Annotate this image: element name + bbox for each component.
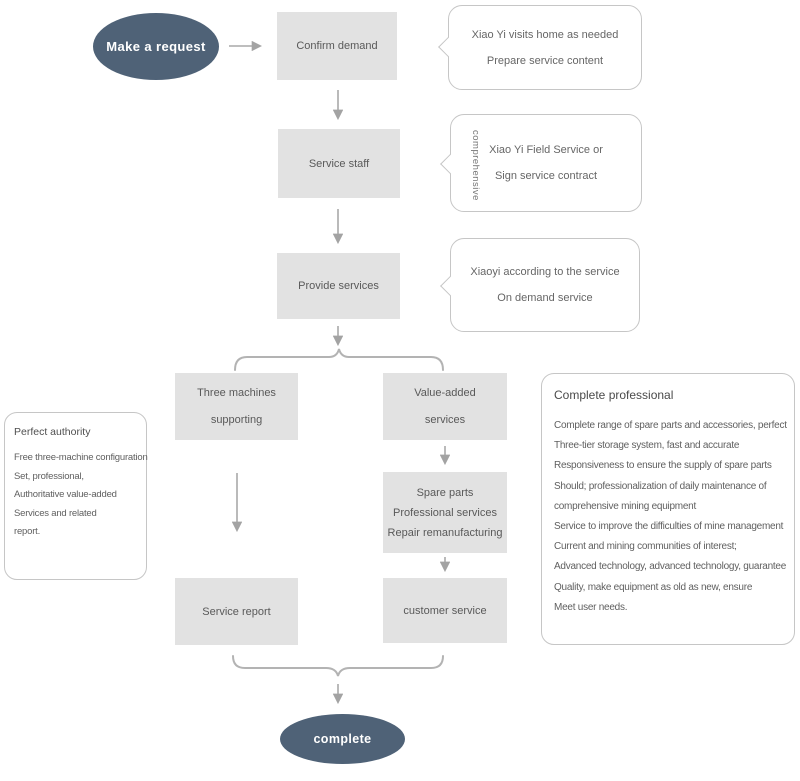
start-node-label: Make a request (106, 39, 206, 54)
text-line: Services and related (14, 507, 97, 519)
text-line: report. (14, 526, 41, 537)
text-line: Value-added (414, 386, 476, 399)
node-confirm-demand: Confirm demand (277, 12, 397, 80)
node-label: customer service (403, 604, 487, 617)
text-line: Professional services (393, 506, 497, 519)
text-line: Repair remanufacturing (387, 526, 503, 539)
split-bracket (234, 348, 444, 371)
node-three-machines-supporting: Three machines supporting (175, 373, 298, 440)
node-value-added-services: Value-added services (383, 373, 507, 440)
node-label: Provide services (298, 280, 379, 292)
text-line: Xiaoyi according to the service (470, 266, 620, 278)
callout-service-staff: comprehensive Xiao Yi Field Service or Si… (440, 114, 642, 212)
node-service-staff: Service staff (278, 129, 400, 198)
text-line: Sign service contract (494, 170, 598, 182)
text-line: Advanced technology, advanced technology… (554, 561, 787, 573)
end-node-label: complete (313, 732, 372, 746)
callout-lines: Xiao Yi Field Service or Sign service con… (489, 137, 603, 189)
end-node: complete (280, 714, 405, 764)
text-line: supporting (210, 413, 263, 426)
text-line: Set, professional, (14, 470, 84, 482)
text-line: Three machines (197, 386, 276, 399)
text-line: Prepare service content (486, 54, 604, 67)
panel-body: Complete range of spare parts and access… (554, 416, 788, 618)
text-line: Service to improve the difficulties of m… (554, 521, 784, 533)
node-label: Service staff (308, 157, 370, 170)
panel-title: Perfect authority (14, 426, 91, 438)
callout-lines: Xiaoyi according to the service On demand… (470, 259, 619, 311)
panel-title: Complete professional (554, 388, 674, 402)
text-line: Complete range of spare parts and access… (554, 420, 787, 431)
text-line: Meet user needs. (554, 601, 628, 613)
text-line: Three-tier storage system, fast and accu… (554, 440, 740, 452)
text-line: On demand service (497, 292, 593, 304)
text-line: Xiao Yi Field Service or (489, 144, 603, 156)
text-line: Xiao Yi visits home as needed (471, 28, 619, 41)
start-node: Make a request (93, 13, 219, 80)
text-line: Should; professionalization of daily mai… (554, 480, 767, 492)
node-provide-services: Provide services (277, 253, 400, 319)
text-line: Responsiveness to ensure the supply of s… (554, 460, 772, 472)
text-line: Current and mining communities of intere… (554, 541, 737, 553)
text-line: Quality, make equipment as old as new, e… (554, 581, 753, 593)
node-service-report: Service report (175, 578, 298, 645)
text-line: Spare parts (416, 486, 474, 499)
text-line: comprehensive mining equipment (554, 500, 697, 512)
node-label: Service report (202, 605, 271, 618)
text-line: Free three-machine configuration (14, 452, 148, 463)
merge-bracket (232, 655, 444, 677)
vertical-label-comprehensive: comprehensive (470, 130, 481, 201)
text-line: services (424, 413, 466, 426)
node-customer-service: customer service (383, 578, 507, 643)
text-line: Authoritative value-added (14, 489, 117, 500)
callout-provide-services: Xiaoyi according to the service On demand… (440, 238, 640, 332)
node-label: Confirm demand (296, 40, 378, 52)
panel-complete-professional: Complete professional Complete range of … (541, 373, 795, 645)
panel-perfect-authority: Perfect authority Free three-machine con… (4, 412, 148, 580)
